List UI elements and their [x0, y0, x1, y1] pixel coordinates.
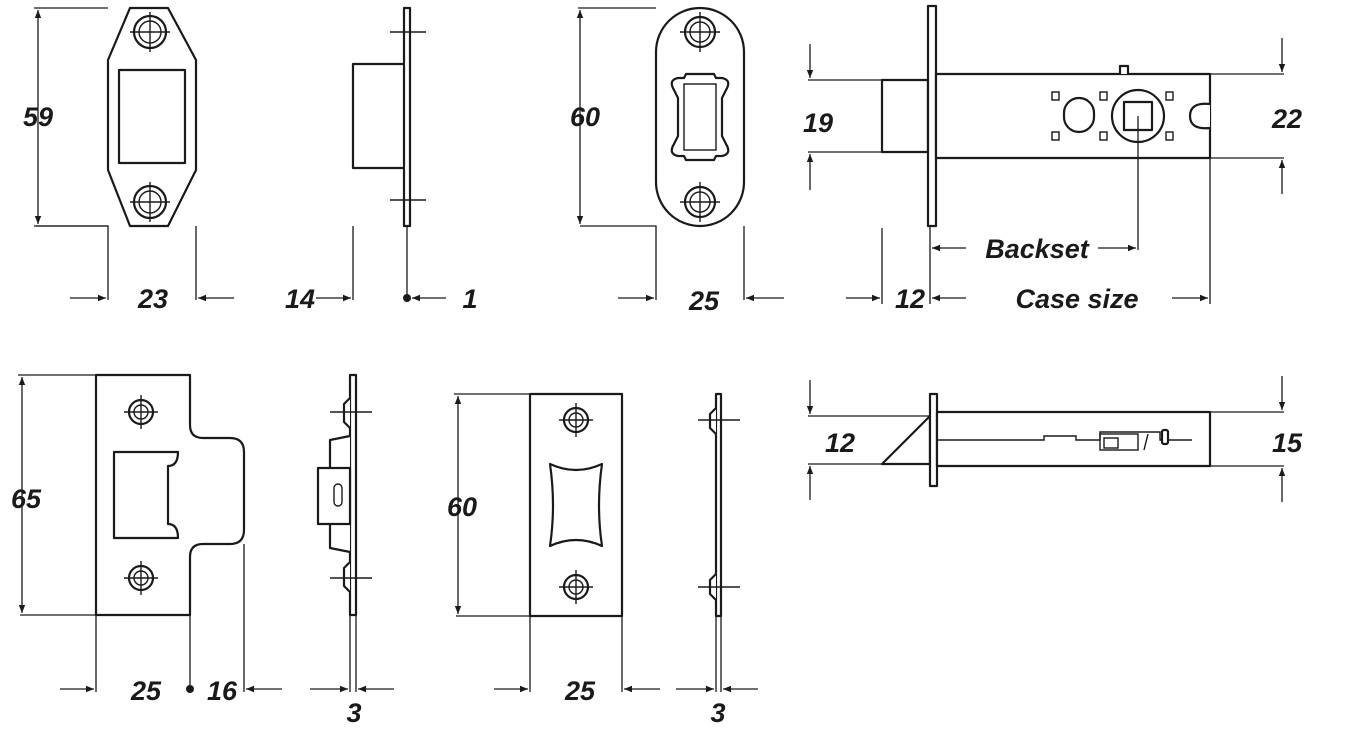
dimension-1: 1 — [412, 284, 478, 314]
dimension-59: 59 — [23, 7, 108, 227]
strike-plate-side-view — [351, 6, 426, 302]
flat-strike-plate-side-view — [698, 392, 740, 618]
label-60-top: 60 — [570, 102, 600, 132]
label-19: 19 — [803, 108, 833, 138]
dimension-22: 22 — [1210, 38, 1302, 194]
dimension-60-top: 60 — [570, 7, 656, 224]
label-12-top: 12 — [895, 284, 925, 314]
latch-body-top-view — [880, 392, 1212, 488]
strike-plate-front-view — [106, 6, 198, 228]
dimension-65: 65 — [11, 374, 96, 613]
label-15: 15 — [1272, 428, 1303, 458]
label-23: 23 — [137, 284, 168, 314]
dimension-25-top: 25 — [580, 225, 784, 316]
dimension-12-bottom: 12 — [806, 380, 930, 500]
label-12-bottom: 12 — [825, 428, 855, 458]
dimension-3-right: 3 — [676, 616, 758, 728]
label-backset: Backset — [985, 234, 1090, 264]
dimension-14: 14 — [285, 226, 354, 314]
latch-body-side-view — [880, 4, 1212, 228]
label-25-bottom-left: 25 — [130, 676, 162, 706]
label-16: 16 — [207, 676, 238, 706]
label-25-top: 25 — [688, 286, 720, 316]
label-3-right: 3 — [710, 698, 725, 728]
dimension-15: 15 — [1210, 376, 1303, 502]
flat-strike-plate-front-view — [528, 392, 624, 618]
label-22: 22 — [1271, 104, 1302, 134]
label-3-left: 3 — [346, 698, 361, 728]
dimension-60-bottom: 60 — [447, 393, 530, 614]
dimension-3-left: 3 — [310, 615, 394, 728]
label-59: 59 — [23, 102, 53, 132]
label-65: 65 — [11, 484, 42, 514]
dimension-12-top: 12 — [846, 228, 925, 314]
label-14: 14 — [285, 284, 315, 314]
strike-plate-with-lip-front-view — [94, 373, 246, 693]
dimension-25-bottom-mid: 25 — [456, 615, 660, 706]
strike-plate-with-lip-side-view — [316, 373, 372, 617]
label-case-size: Case size — [1015, 284, 1138, 314]
dimension-backset: Backset — [929, 116, 1139, 304]
dimension-23: 23 — [36, 225, 234, 314]
dimension-25-bottom-left: 25 — [20, 614, 162, 706]
label-60-bottom: 60 — [447, 492, 477, 522]
forend-front-view — [654, 6, 746, 228]
dimension-16: 16 — [207, 544, 282, 706]
label-25-bottom-mid: 25 — [564, 676, 596, 706]
dimension-19: 19 — [803, 44, 882, 190]
dimension-case-size: Case size — [932, 158, 1211, 314]
label-1: 1 — [462, 284, 477, 314]
